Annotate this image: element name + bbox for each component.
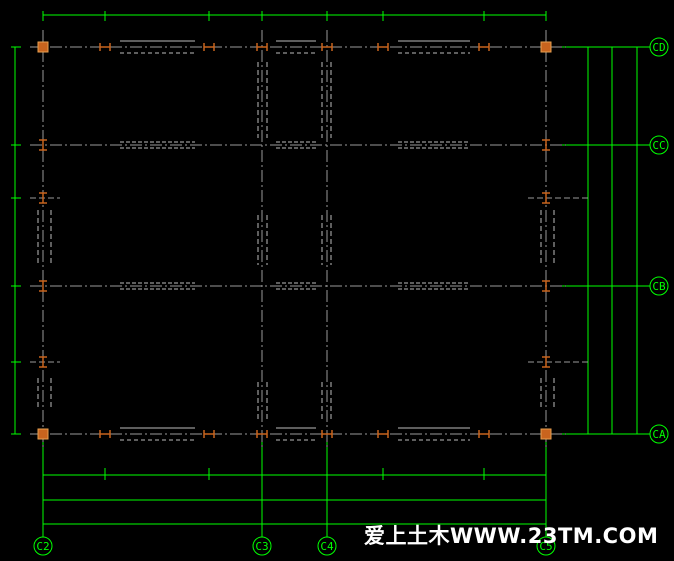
axis-bubble-c5: C5 <box>536 536 556 556</box>
axis-bubble-c4: C4 <box>317 536 337 556</box>
axis-bubble-c3: C3 <box>252 536 272 556</box>
axis-label-c3: C3 <box>255 540 268 553</box>
corner-column <box>37 41 49 53</box>
axis-bubble-ca: CA <box>649 424 669 444</box>
beam-lines <box>37 40 555 441</box>
corner-column <box>540 41 552 53</box>
columns <box>37 41 552 440</box>
axis-grid-lines <box>30 30 590 450</box>
axis-label-cb: CB <box>652 280 666 293</box>
axis-label-c4: C4 <box>320 540 334 553</box>
axis-label-cc: CC <box>652 139 665 152</box>
axis-bubble-cd: CD <box>649 37 669 57</box>
axis-label-ca: CA <box>652 428 666 441</box>
axis-label-cd: CD <box>652 41 665 54</box>
corner-column <box>540 428 552 440</box>
axis-bubble-cb: CB <box>649 276 669 296</box>
corner-column <box>37 428 49 440</box>
axis-label-c2: C2 <box>36 540 49 553</box>
axis-label-c5: C5 <box>539 540 552 553</box>
axis-bubble-c2: C2 <box>33 536 53 556</box>
dimension-lines <box>11 11 650 537</box>
watermark-text: 爱上土木WWW.23TM.COM <box>364 524 659 548</box>
axis-bubble-cc: CC <box>649 135 669 155</box>
